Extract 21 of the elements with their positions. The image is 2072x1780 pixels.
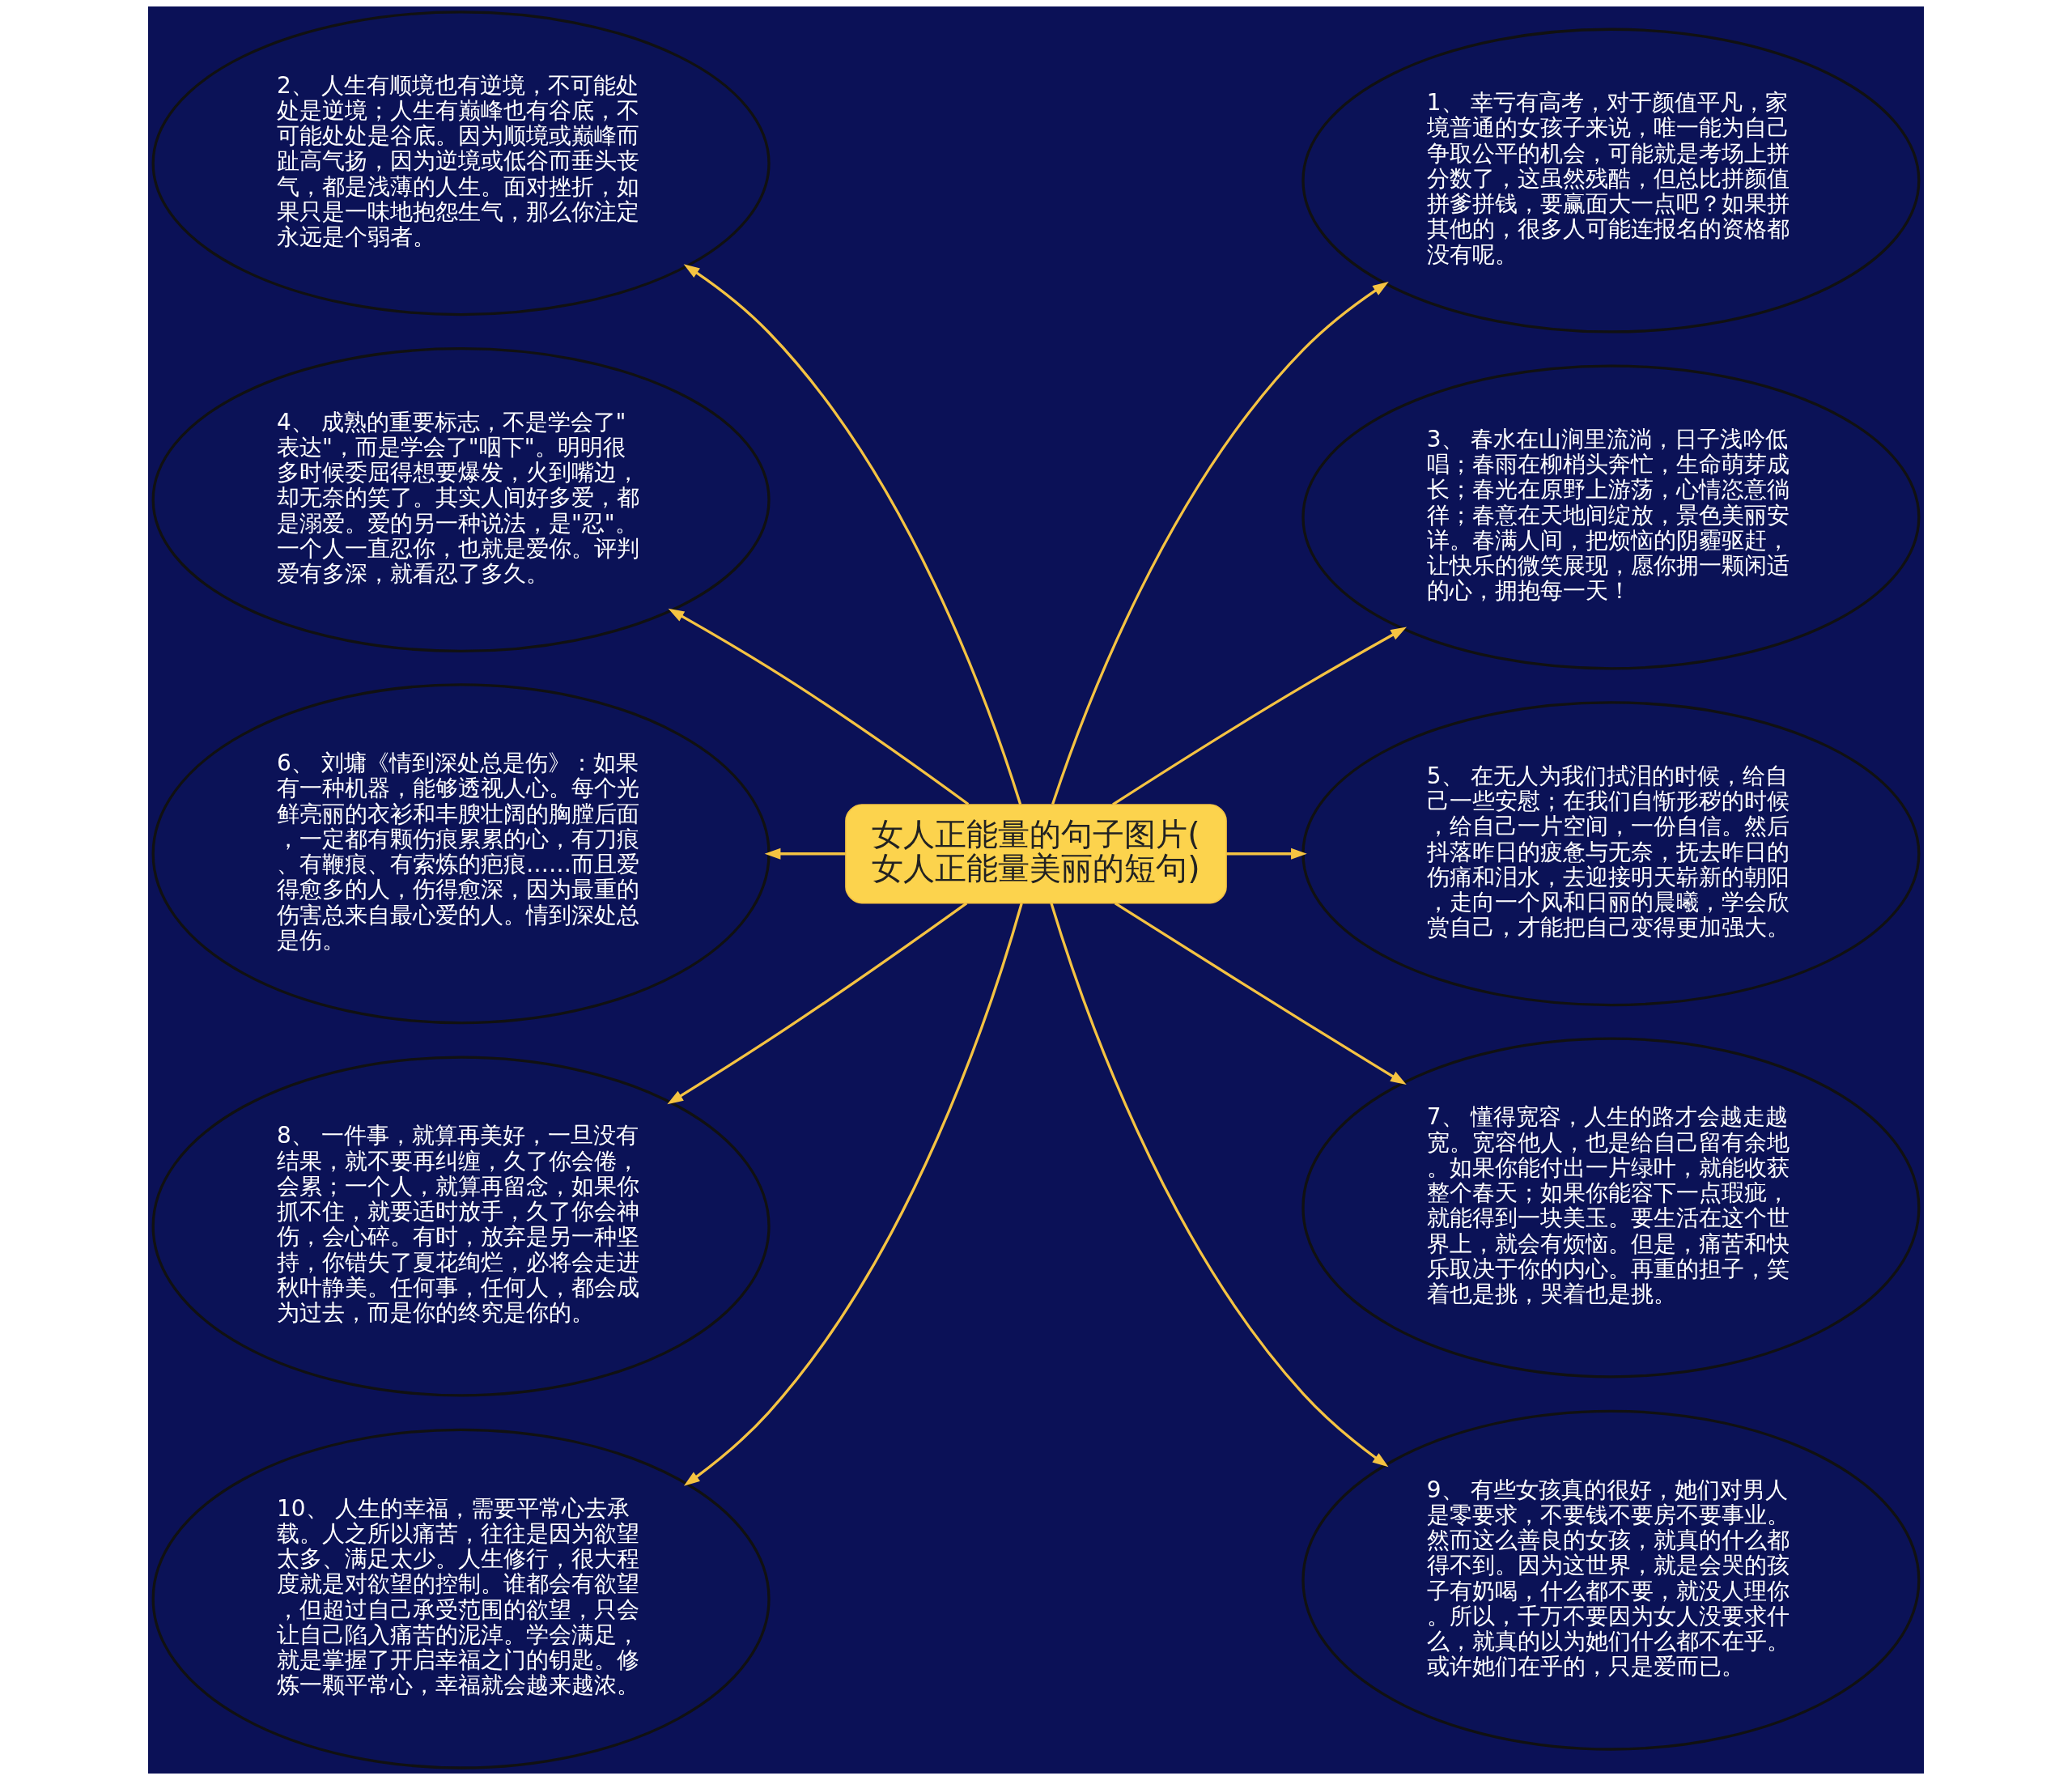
arrow bbox=[764, 848, 846, 860]
arrow bbox=[1051, 281, 1389, 805]
node-ellipse: 10、 人生的幸福，需要平常心去承载。人之所以痛苦，往往是因为欲望太多、满足太少。人生修行，很大程度就是对欲望的控制。谁都会有欲望，但超过自己承受范围的欲望，只会让自己陷入痛苦的泥淖。学会满足，就是掌握了开启幸福之门的钥匙。修炼一颗平常心，幸福就会越来越浓。 bbox=[151, 1428, 771, 1769]
node-ellipse: 8、 一件事，就算再美好，一旦没有结果，就不要再纠缠，久了你会倦，会累；一个人，就算再留念，如果你抓不住，就要适时放手，久了你会神伤，会心碎。有时，放弃是另一种坚持，你错失了夏花绚烂，必将会走进秋叶静美。任何事，任何人，都会成为过去，而是你的终究是你的。 bbox=[151, 1056, 771, 1397]
node-box: 女人正能量的句子图片(女人正能量美丽的短句) bbox=[845, 804, 1227, 904]
node-ellipse: 2、 人生有顺境也有逆境，不可能处处是逆境；人生有巅峰也有谷底，不可能处处是谷底。因为顺境或巅峰而趾高气扬，因为逆境或低谷而垂头丧气，都是浅薄的人生。面对挫折，如果只是一味地抱怨生气，那么你注定永远是个弱者。 bbox=[151, 11, 771, 316]
node-ellipse: 9、 有些女孩真的很好，她们对男人是零要求，不要钱不要房不要事业。然而这么善良的女孩，就真的什么都得不到。因为这世界，就是会哭的孩子有奶喝，什么都不要，就没人理你。所以，千万不要因为女人没要求什么，就真的以为她们什么都不在乎。或许她们在乎的，只是爱而已。 bbox=[1301, 1409, 1921, 1751]
node-ellipse: 5、 在无人为我们拭泪的时候，给自己一些安慰；在我们自惭形秽的时候，给自己一片空间，一份自信。然后抖落昨日的疲惫与无奈，抚去昨日的伤痛和泪水，去迎接明天崭新的朝阳，走向一个风和日丽的晨曦，学会欣赏自己，才能把自己变得更加强大。 bbox=[1301, 701, 1921, 1007]
node-ellipse: 4、 成熟的重要标志，不是学会了"表达"，而是学会了"咽下"。明明很多时候委屈得想要爆发，火到嘴边，却无奈的笑了。其实人间好多爱，都是溺爱。爱的另一种说法，是"忍"。一个人一直忍你，也就是爱你。评判爱有多深，就看忍了多久。 bbox=[151, 347, 771, 653]
arrow bbox=[1226, 848, 1307, 860]
node-ellipse: 1、 幸亏有高考，对于颜值平凡，家境普通的女孩子来说，唯一能为自己争取公平的机会，可能就是考场上拼分数了，这虽然残酷，但总比拼颜值拼爹拼钱，要赢面大一点吧？如果拼其他的，很多人可能连报名的资格都没有呢。 bbox=[1301, 28, 1921, 333]
arrow bbox=[683, 903, 1023, 1486]
node-ellipse: 7、 懂得宽容，人生的路才会越走越宽。宽容他人，也是给自己留有余地。如果你能付出一片绿叶，就能收获整个春天；如果你能容下一点瑕疵，就能得到一块美玉。要生活在这个世界上，就会有烦恼。但是，痛苦和快乐取决于你的内心。再重的担子，笑着也是挑，哭着也是挑。 bbox=[1301, 1037, 1921, 1379]
arrow bbox=[1114, 902, 1407, 1085]
arrow bbox=[667, 902, 968, 1105]
arrow bbox=[683, 264, 1022, 805]
arrow bbox=[1050, 903, 1389, 1468]
node-ellipse: 6、 刘墉《情到深处总是伤》：如果有一种机器，能够透视人心。每个光鲜亮丽的衣衫和丰腴壮阔的胸膛后面，一定都有颗伤痕累累的心，有刀痕、有鞭痕、有索炼的疤痕……而且爱得愈多的人，伤得愈深，因为最重的伤害总来自最心爱的人。情到深处总是伤。 bbox=[151, 683, 771, 1025]
arrow bbox=[668, 608, 970, 805]
arrow bbox=[1112, 627, 1407, 806]
node-ellipse: 3、 春水在山涧里流淌，日子浅吟低唱；春雨在柳梢头奔忙，生命萌芽成长；春光在原野上游荡，心情恣意徜徉；春意在天地间绽放，景色美丽安详。春满人间，把烦恼的阴霾驱赶，让快乐的微笑展现，愿你拥一颗闲适的心，拥抱每一天！ bbox=[1301, 364, 1921, 670]
